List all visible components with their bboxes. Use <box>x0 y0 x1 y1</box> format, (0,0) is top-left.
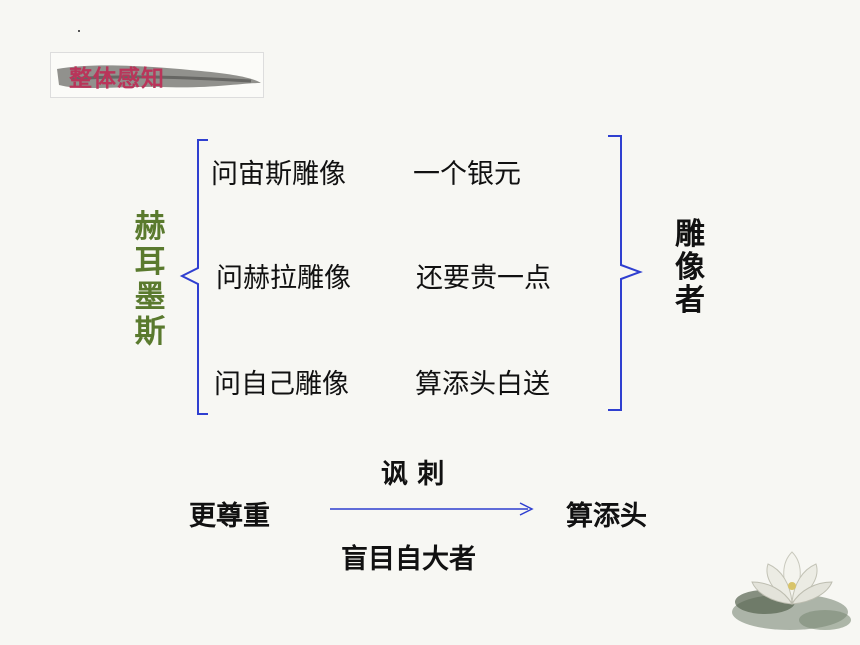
decor-dot <box>78 30 80 32</box>
row-answer: 算添头白送 <box>415 369 550 400</box>
irony-label: 讽 刺 <box>381 459 445 490</box>
right-label-sculptor: 雕 像 者 <box>670 218 710 317</box>
row-question: 问赫拉雕像 <box>216 263 351 294</box>
left-label-char: 赫 <box>134 209 166 245</box>
left-label-hermes: 赫 耳 墨 斯 <box>130 210 170 350</box>
right-label-char: 像 <box>675 250 705 285</box>
dialogue-row-self: 问自己雕像 算添头白送 <box>214 362 550 401</box>
row-question: 问自己雕像 <box>214 369 349 400</box>
after-label: 算添头 <box>566 501 647 532</box>
right-label-char: 雕 <box>675 217 705 252</box>
section-title: 整体感知 <box>69 65 165 92</box>
left-label-char: 斯 <box>134 314 166 350</box>
right-bracket <box>608 135 643 411</box>
dialogue-row-hera: 问赫拉雕像 还要贵一点 <box>216 256 551 295</box>
left-label-char: 墨 <box>134 279 166 315</box>
dialogue-row-zeus: 问宙斯雕像 一个银元 <box>211 152 521 191</box>
lotus-flower-icon <box>732 551 851 630</box>
row-answer: 还要贵一点 <box>416 263 551 294</box>
conclusion-label: 盲目自大者 <box>341 544 476 575</box>
left-bracket <box>179 139 208 415</box>
right-label-char: 者 <box>675 283 705 318</box>
ink-brush-stroke-icon <box>57 65 261 89</box>
row-question: 问宙斯雕像 <box>211 159 346 190</box>
before-label: 更尊重 <box>189 501 270 532</box>
row-answer: 一个银元 <box>413 159 521 190</box>
left-label-char: 耳 <box>134 244 166 280</box>
section-title-banner: 整体感知 <box>50 52 264 98</box>
